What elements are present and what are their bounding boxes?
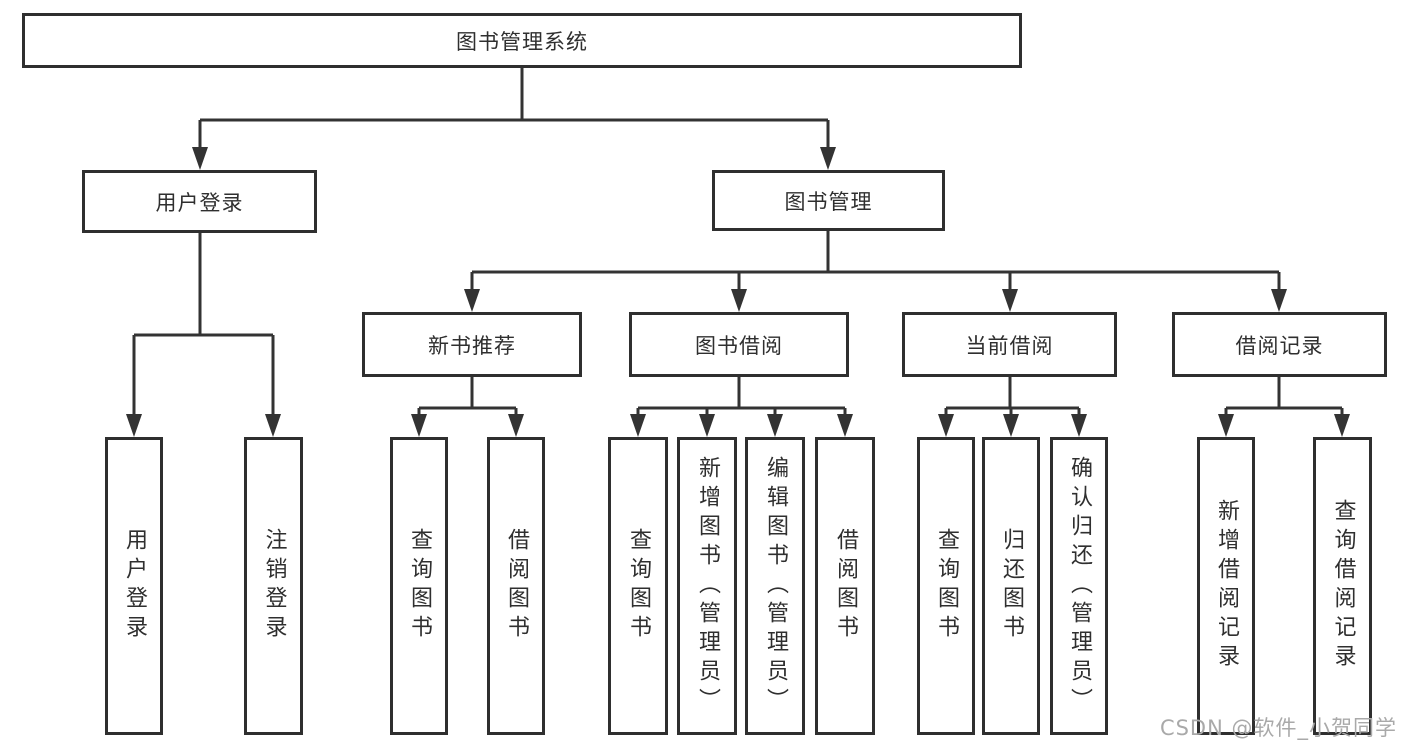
node-label: 用户登录 [122, 528, 147, 644]
node-label: 借阅记录 [1235, 333, 1324, 358]
node-label: 注销登录 [261, 528, 287, 644]
leaf-current-query-books: 查询图书 [917, 437, 975, 735]
leaf-edit-books-admin: 编辑图书（管理员） [745, 437, 805, 735]
node-label: 查询借阅记录 [1330, 499, 1356, 673]
node-label: 新增图书（管理员） [695, 455, 720, 717]
node-label: 借阅图书 [833, 528, 858, 644]
leaf-confirm-return-admin: 确认归还（管理员） [1050, 437, 1108, 735]
node-label: 图书管理 [784, 189, 873, 214]
node-book-management: 图书管理 [712, 170, 945, 231]
csdn-watermark: CSDN @软件_小贺同学 [1159, 716, 1397, 740]
node-label: 图书借阅 [695, 333, 783, 358]
leaf-add-books-admin: 新增图书（管理员） [677, 437, 737, 735]
leaf-query-borrow-record: 查询借阅记录 [1313, 437, 1372, 735]
node-book-borrowing: 图书借阅 [629, 312, 849, 377]
leaf-logout: 注销登录 [244, 437, 303, 735]
node-label: 归还图书 [999, 528, 1024, 644]
node-label: 查询图书 [407, 528, 432, 644]
node-label: 新增借阅记录 [1214, 499, 1239, 673]
node-borrowing-records: 借阅记录 [1172, 312, 1387, 377]
leaf-user-login: 用户登录 [105, 437, 163, 735]
leaf-borrowing-borrow-books: 借阅图书 [815, 437, 875, 735]
node-label: 图书管理系统 [456, 29, 588, 54]
node-label: 新书推荐 [428, 333, 516, 358]
leaf-recommend-borrow-books: 借阅图书 [487, 437, 545, 735]
node-library-management-system: 图书管理系统 [22, 13, 1022, 68]
node-label: 查询图书 [626, 528, 651, 644]
node-label: 确认归还（管理员） [1067, 455, 1092, 717]
node-label: 查询图书 [934, 528, 959, 644]
leaf-return-books: 归还图书 [982, 437, 1040, 735]
leaf-recommend-query-books: 查询图书 [390, 437, 448, 735]
node-label: 用户登录 [155, 190, 244, 215]
node-new-book-recommend: 新书推荐 [362, 312, 582, 377]
node-label: 借阅图书 [504, 528, 529, 644]
leaf-borrowing-query-books: 查询图书 [608, 437, 668, 735]
node-user-login: 用户登录 [82, 170, 317, 233]
leaf-add-borrow-record: 新增借阅记录 [1197, 437, 1255, 735]
node-label: 当前借阅 [965, 333, 1054, 358]
node-label: 编辑图书（管理员） [763, 455, 788, 717]
node-current-borrowing: 当前借阅 [902, 312, 1117, 377]
